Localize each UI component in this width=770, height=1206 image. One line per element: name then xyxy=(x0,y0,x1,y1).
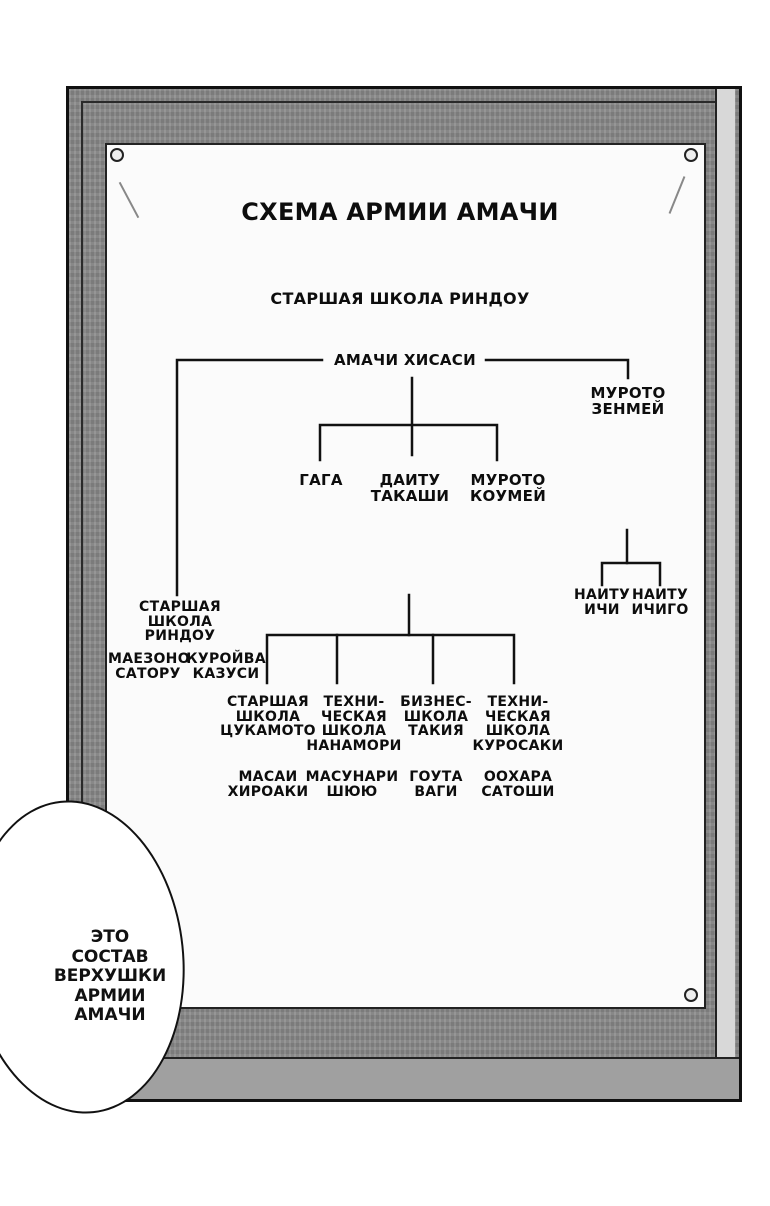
center-member: ДАИТУ ТАКАШИ xyxy=(370,471,450,505)
bottom-branch-school: СТАРШАЯ ШКОЛА ЦУКАМОТО xyxy=(220,694,316,740)
connector-leader-right xyxy=(484,358,630,380)
speech-bubble-text: ЭТО СОСТАВ ВЕРХУШКИ АРМИИ АМАЧИ xyxy=(53,927,167,1026)
center-member: ГАГА xyxy=(299,471,343,489)
board-bottom-rail xyxy=(69,1057,739,1099)
board-right-rail xyxy=(715,89,735,1099)
bottom-branch-leader: ГОУТА ВАГИ xyxy=(409,769,463,800)
bottom-branch-leader: МАСАИ ХИРОАКИ xyxy=(227,769,309,800)
bottom-branch-leader: ООХАРА САТОШИ xyxy=(481,769,555,800)
bottom-branch-school: ТЕХНИ- ЧЕСКАЯ ШКОЛА НАНАМОРИ xyxy=(306,694,402,755)
chart-title: СХЕМА АРМИИ АМАЧИ xyxy=(241,198,559,226)
bottom-branch-school: БИЗНЕС- ШКОЛА ТАКИЯ xyxy=(400,694,472,740)
leader-name: АМАЧИ ХИСАСИ xyxy=(334,351,476,369)
pin-icon xyxy=(684,988,698,1002)
connector-center-bar xyxy=(318,423,499,462)
right-branch-name: МУРОТО ЗЕНМЕЙ xyxy=(590,384,666,418)
left-branch-school: СТАРШАЯ ШКОЛА РИНДОУ xyxy=(139,599,221,645)
right-branch-child: НАИТУ ИЧИ xyxy=(573,587,631,618)
right-branch-child: НАИТУ ИЧИГО xyxy=(631,587,689,618)
center-member: МУРОТО КОУМЕЙ xyxy=(469,471,547,505)
bottom-branch-school: ТЕХНИ- ЧЕСКАЯ ШКОЛА КУРОСАКИ xyxy=(472,694,564,755)
pin-icon xyxy=(110,148,124,162)
connector-leader-left xyxy=(175,358,324,597)
bottom-branch-leader: МАСУНАРИ ШЮЮ xyxy=(305,769,399,800)
chart-school: СТАРШАЯ ШКОЛА РИНДОУ xyxy=(270,289,530,308)
left-branch-member: МАЕЗОНО САТОРУ xyxy=(108,651,190,682)
connector-right-bar xyxy=(600,561,662,587)
org-chart-sheet xyxy=(105,143,706,1009)
pin-icon xyxy=(684,148,698,162)
left-branch-member: КУРОЙВА КАЗУСИ xyxy=(186,651,266,682)
connector-bottom-bar xyxy=(265,633,516,685)
